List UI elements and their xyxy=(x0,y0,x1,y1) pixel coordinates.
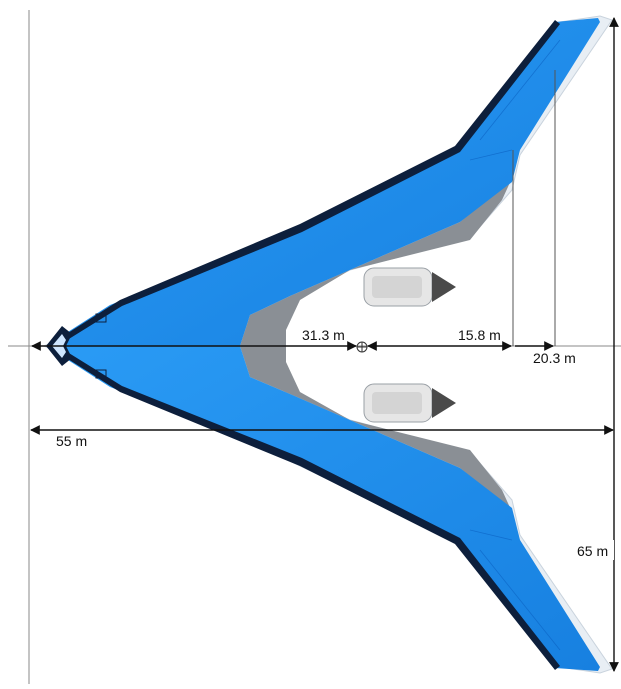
label-wingspan: 65 m xyxy=(577,543,608,559)
lower-engine xyxy=(363,383,456,423)
label-inner-tip-offset: 15.8 m xyxy=(458,327,501,343)
label-center-to-pivot: 31.3 m xyxy=(302,327,345,343)
lower-leading-edge xyxy=(60,350,560,670)
upper-leading-edge xyxy=(60,20,560,342)
aircraft-planform xyxy=(42,15,613,674)
panel-lines xyxy=(469,39,561,651)
lower-door-marker xyxy=(95,369,107,379)
label-outer-tip-offset: 20.3 m xyxy=(533,350,576,366)
label-overall-length: 55 m xyxy=(56,433,87,449)
upper-engine xyxy=(363,267,456,307)
center-fuselage-band xyxy=(240,178,512,512)
upper-door-marker xyxy=(95,313,107,323)
wingspan-label-bg xyxy=(574,540,614,560)
center-of-gravity-marker xyxy=(356,341,368,353)
